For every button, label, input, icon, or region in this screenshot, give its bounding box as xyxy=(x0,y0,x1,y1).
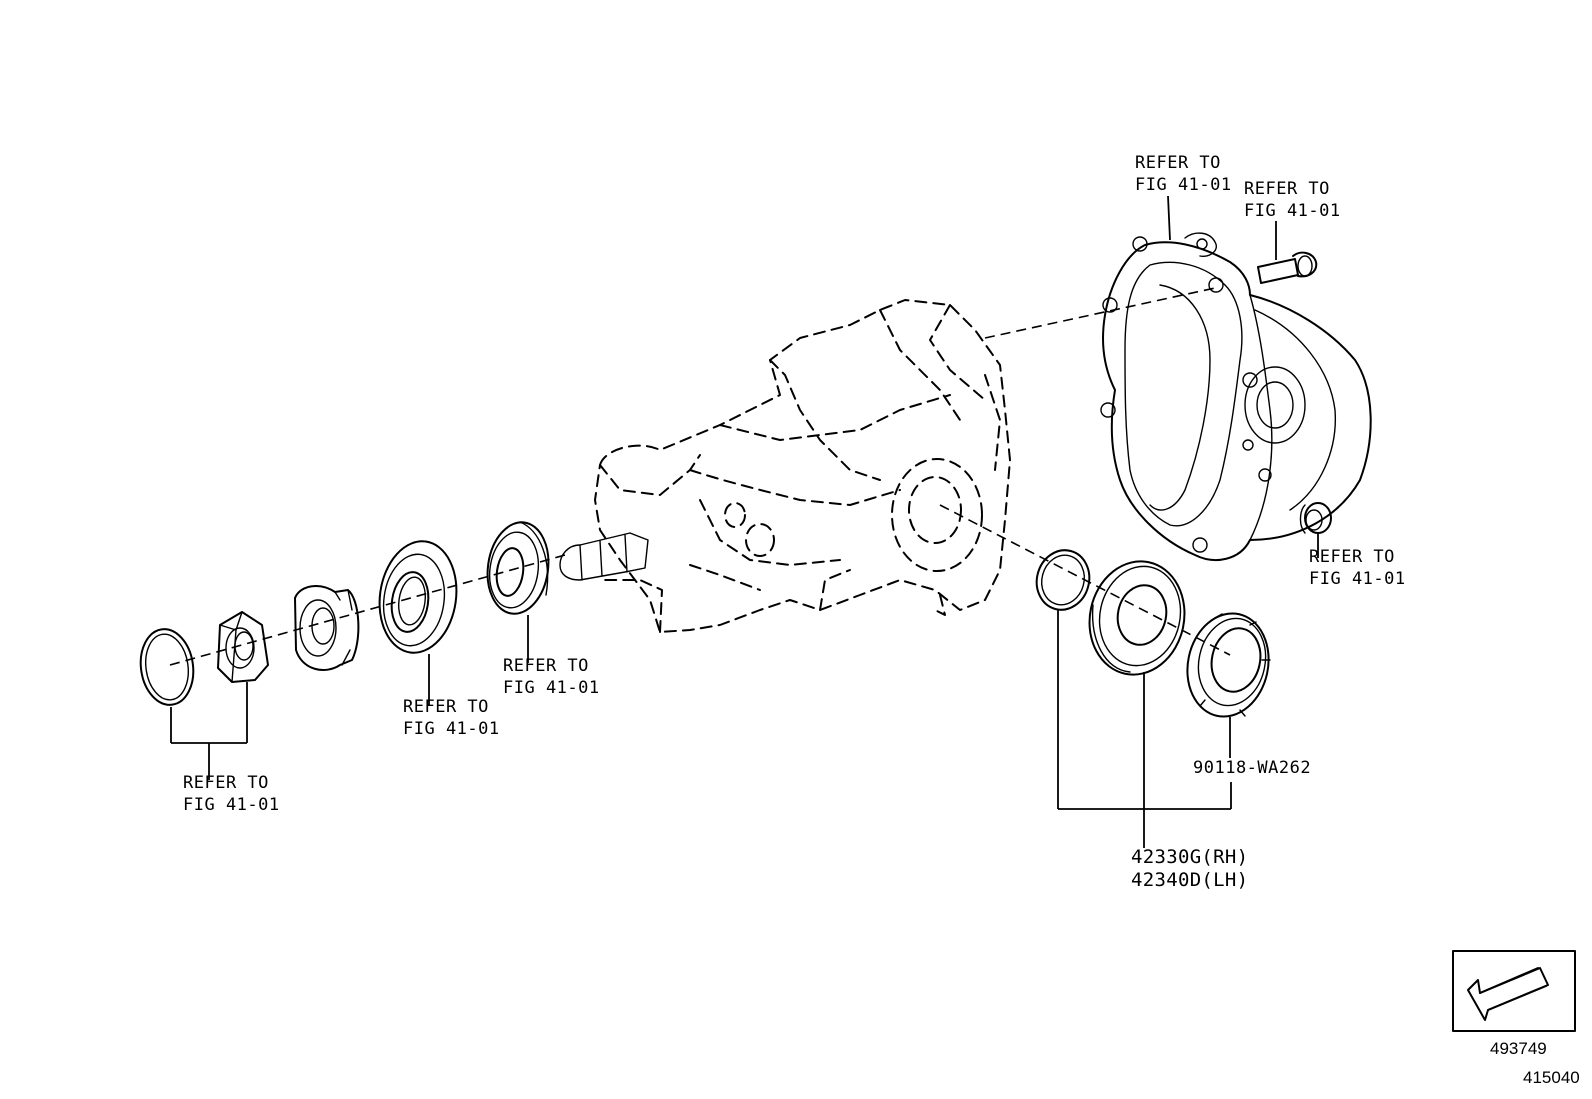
refer-label-cover: REFER TO FIG 41-01 xyxy=(1135,153,1232,195)
front-direction-arrow-icon xyxy=(1452,950,1576,1032)
cover-bolt xyxy=(1257,251,1318,284)
part-number-bearing: 42330G(RH) 42340D(LH) xyxy=(1131,846,1249,891)
differential-carrier-housing xyxy=(559,299,1011,633)
front-snap-ring xyxy=(139,628,195,706)
refer-label-pinion-bearing: REFER TO FIG 41-01 xyxy=(503,656,600,698)
part-number-nut: 90118-WA262 xyxy=(1193,758,1312,778)
companion-flange xyxy=(294,585,360,671)
refer-label-bolt: REFER TO FIG 41-01 xyxy=(1244,179,1341,221)
pinion-oil-seal xyxy=(378,540,458,654)
differential-rear-cover xyxy=(1100,232,1372,561)
image-number: 493749 xyxy=(1490,1039,1547,1058)
page-code: 415040 xyxy=(1523,1068,1580,1087)
refer-label-oil-seal: REFER TO FIG 41-01 xyxy=(403,697,500,739)
companion-flange-nut xyxy=(217,611,269,683)
refer-label-snap-ring-nut: REFER TO FIG 41-01 xyxy=(183,773,280,815)
bearing-adjusting-nut xyxy=(1186,612,1271,718)
leader-lines xyxy=(170,195,1319,848)
refer-label-plug: REFER TO FIG 41-01 xyxy=(1309,547,1406,589)
side-bearing xyxy=(1088,560,1186,676)
snap-ring xyxy=(1035,549,1091,611)
pinion-bearing xyxy=(486,521,550,615)
